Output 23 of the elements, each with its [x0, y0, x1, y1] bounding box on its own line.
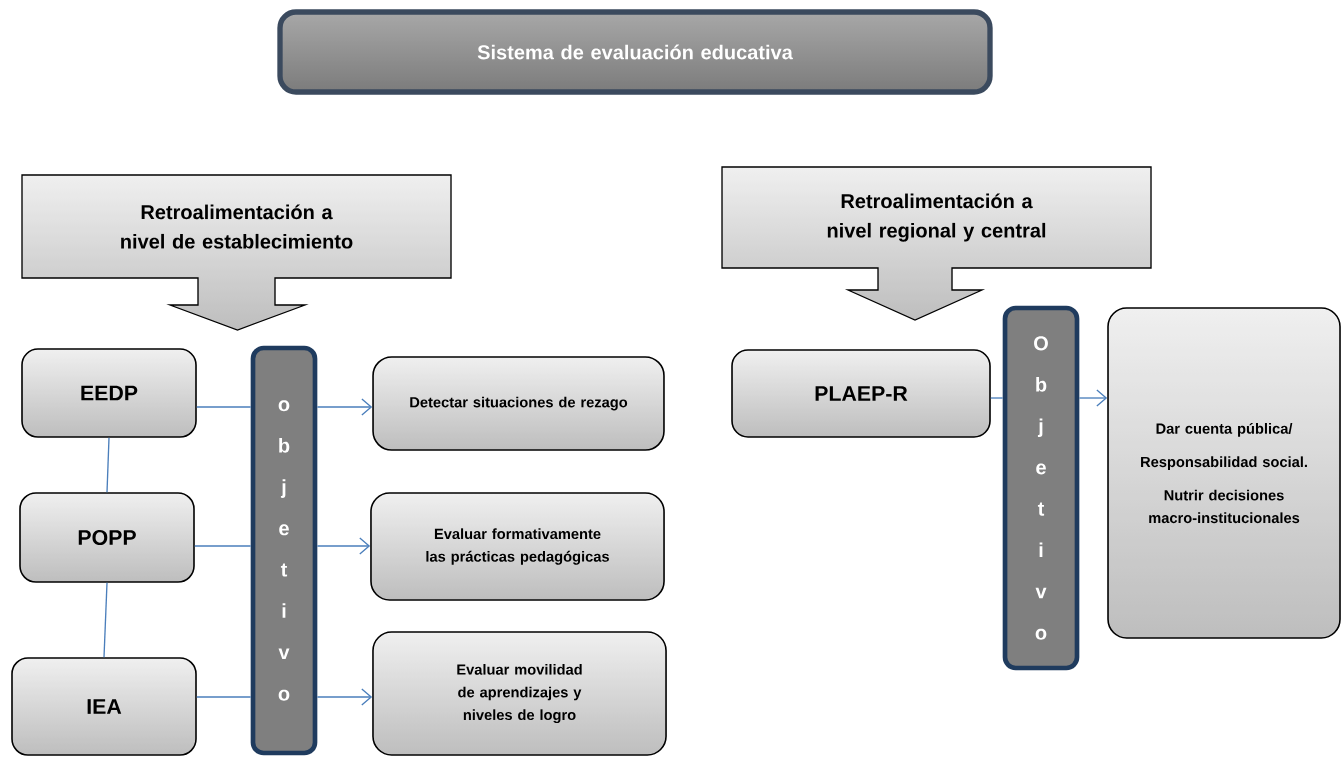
- connector: [196, 406, 252, 408]
- connector: [316, 398, 373, 416]
- callout-box: Retroalimentación a nivel regional y central: [721, 166, 1152, 321]
- connector: [194, 545, 252, 547]
- connector: [103, 582, 108, 658]
- objective-bar: O b j e t i v o: [1002, 305, 1080, 671]
- objective-box: Evaluar formativamente las prácticas pedagógicas: [370, 492, 665, 601]
- program-box: PLAEP-R: [731, 349, 991, 438]
- objective-box: Dar cuenta pública/ Responsabilidad social. Nutrir decisiones macro-institucionales: [1107, 307, 1341, 639]
- objective-box: Evaluar movilidad de aprendizajes y niveles de logro: [372, 631, 667, 756]
- program-box: POPP: [19, 492, 195, 583]
- callout-box: Retroalimentación a nivel de establecimiento: [21, 174, 452, 331]
- connector: [1078, 389, 1108, 407]
- objective-box: Detectar situaciones de rezago: [372, 356, 665, 451]
- connector: [316, 688, 373, 706]
- connector: [196, 696, 252, 698]
- program-box: EEDP: [21, 348, 197, 438]
- connector: [990, 397, 1004, 399]
- program-box: IEA: [11, 657, 197, 756]
- connector: [106, 437, 110, 493]
- title-box: Sistema de evaluación educativa: [277, 9, 993, 95]
- connector: [316, 537, 371, 555]
- objective-bar: o b j e t i v o: [250, 345, 318, 756]
